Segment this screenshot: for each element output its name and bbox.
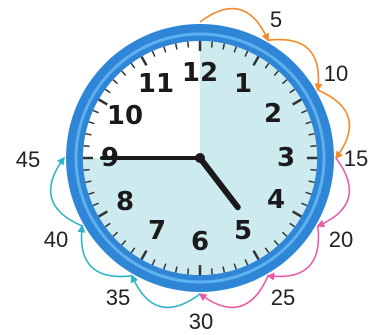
numeral-11: 11 <box>138 69 174 99</box>
count-label-30: 30 <box>189 309 213 334</box>
count-label-40: 40 <box>44 227 68 252</box>
count-label-45: 45 <box>16 147 40 172</box>
numeral-2: 2 <box>264 99 282 129</box>
count-label-25: 25 <box>271 285 295 310</box>
minute-tick <box>310 170 316 171</box>
numeral-8: 8 <box>116 187 134 217</box>
minute-tick <box>212 42 213 48</box>
minute-tick <box>188 268 189 274</box>
clock: 12 1 2 3 4 5 6 7 8 9 10 11 <box>66 24 334 292</box>
numeral-5: 5 <box>234 216 252 246</box>
count-label-10: 10 <box>324 61 348 86</box>
minute-tick <box>84 146 90 147</box>
minute-tick <box>188 42 189 48</box>
minute-tick <box>212 268 213 274</box>
count-label-35: 35 <box>106 285 130 310</box>
numeral-4: 4 <box>267 185 285 215</box>
count-label-20: 20 <box>329 227 353 252</box>
center-pin <box>195 153 205 163</box>
minute-tick <box>310 146 316 147</box>
numeral-7: 7 <box>148 216 166 246</box>
numeral-1: 1 <box>234 69 252 99</box>
numeral-10: 10 <box>107 101 143 131</box>
numeral-3: 3 <box>277 143 295 173</box>
numeral-6: 6 <box>191 227 209 257</box>
numeral-12: 12 <box>182 58 218 88</box>
count-label-5: 5 <box>270 7 282 32</box>
minute-tick <box>84 170 90 171</box>
count-label-15: 15 <box>344 146 368 171</box>
